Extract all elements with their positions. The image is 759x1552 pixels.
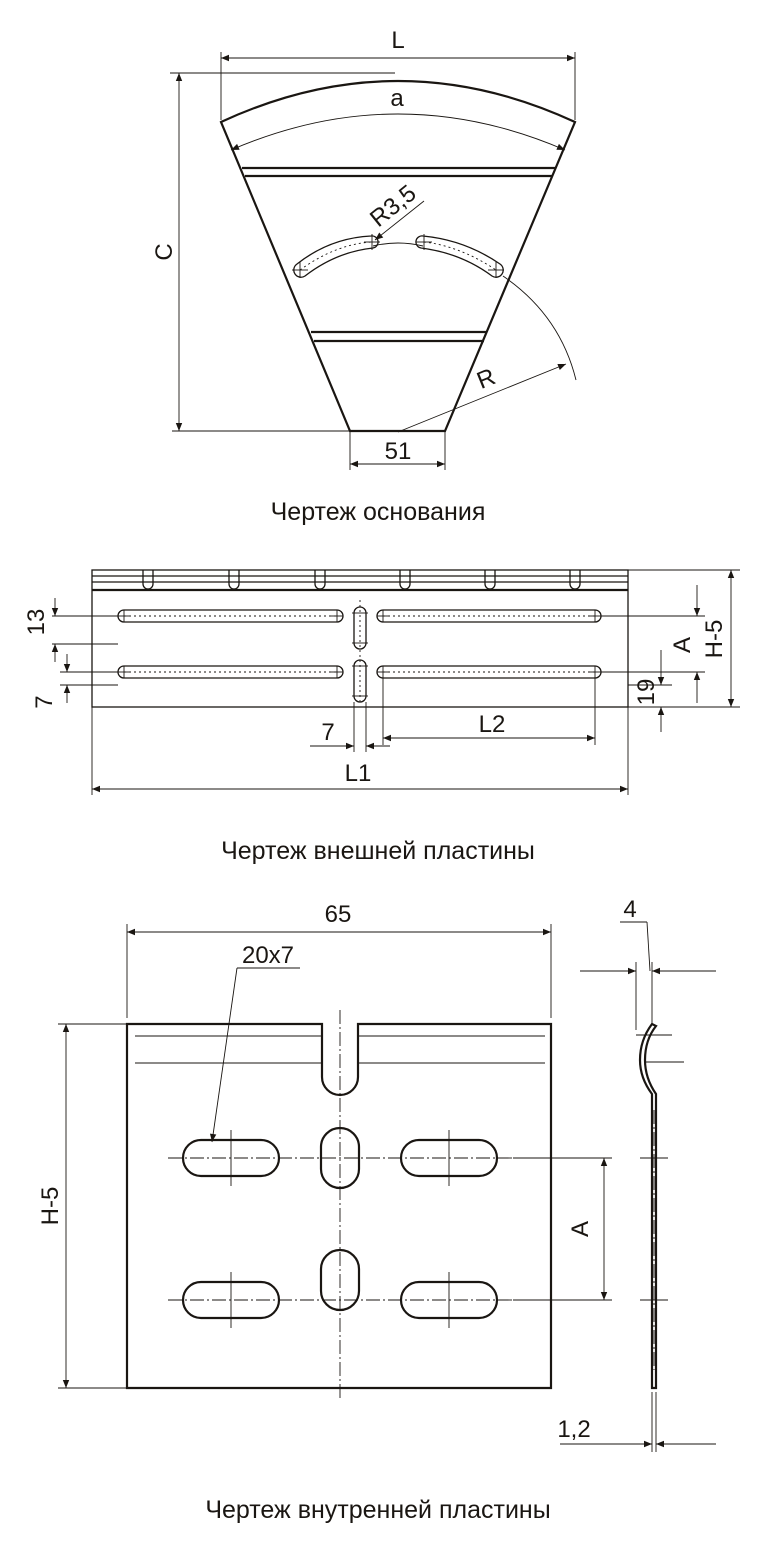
outer-plate-slots (117, 600, 602, 705)
base-slot-left (293, 235, 379, 278)
inner-plate-side-view (638, 1022, 658, 1390)
outer-plate-outline (91, 569, 629, 708)
inner-dim-H5: H-5 (37, 1187, 64, 1226)
base-dim-L: L (391, 27, 404, 54)
outer-dim-7-left: 7 (31, 695, 58, 708)
base-dim-a-arc (230, 113, 566, 151)
base-dim-R35: R3,5 (365, 180, 421, 233)
inner-plate-outline (125, 1022, 553, 1390)
inner-dim-12: 1,2 (557, 1416, 590, 1443)
outer-dim-L2: L2 (479, 711, 506, 738)
base-dim-R: R (473, 363, 499, 395)
inner-plate-slots (181, 1126, 499, 1320)
inner-dim-65: 65 (325, 901, 352, 928)
outer-dim-19: 19 (633, 679, 660, 706)
base-leader-R (397, 363, 567, 433)
base-dim-51: 51 (385, 438, 412, 465)
outer-dim-7-bottom: 7 (321, 719, 334, 746)
base-slot-centers (292, 234, 504, 278)
base-outline (219, 79, 577, 433)
inner-caption: Чертеж внутренней пластины (205, 1496, 550, 1524)
outer-plate-drawing: 13 7 L1 7 L2 A H-5 19 Чертеж внешней пла… (23, 569, 740, 865)
inner-plate-drawing: 65 20x7 H-5 A 4 1,2 Ч (37, 896, 716, 1524)
inner-leader-20x7 (209, 967, 238, 1143)
base-dim-C: C (151, 243, 178, 260)
outer-dim-A: A (669, 637, 696, 653)
inner-dim-20x7: 20x7 (242, 942, 294, 969)
outer-caption: Чертеж внешней пластины (221, 837, 535, 865)
base-R-arc (502, 275, 577, 381)
base-leader-R35 (374, 200, 425, 241)
outer-dim-H5: H-5 (701, 620, 728, 659)
base-drawing: L a C R3,5 R 51 Чертеж основания (151, 27, 577, 526)
outer-dim-L1: L1 (345, 760, 372, 787)
inner-dim-4: 4 (623, 896, 636, 923)
base-caption: Чертеж основания (271, 498, 486, 526)
inner-dim-A: A (567, 1221, 594, 1237)
outer-plate-notches (142, 570, 581, 590)
base-dim-a: a (390, 85, 404, 112)
outer-dim-13: 13 (23, 609, 50, 636)
